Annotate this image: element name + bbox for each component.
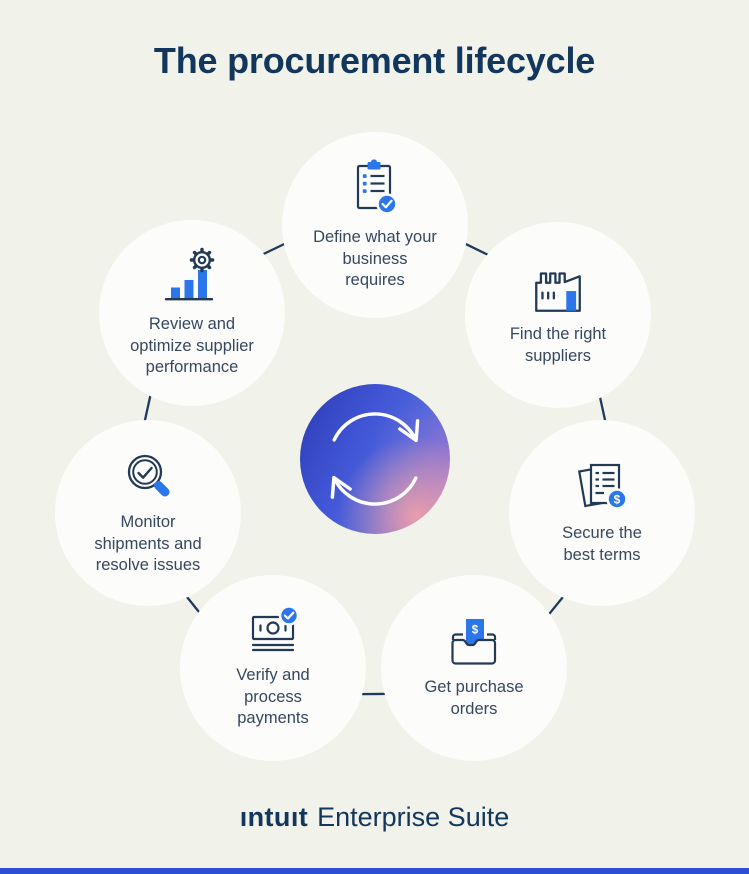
footer-accent-bar [0,868,749,874]
connector-line [261,242,287,256]
connector-line [546,594,566,617]
banknote-check-icon [251,605,300,651]
folder-dollar-icon: $ [451,618,497,665]
intuit-logo: ıntuıt [239,802,309,832]
step-verify-circle: Verify and process payments [180,575,366,761]
step-define-circle: Define what your business requires [282,132,468,318]
svg-text:$: $ [614,492,621,506]
footer-logo: ıntuıt Enterprise Suite [0,802,749,833]
step-label: Verify and process payments [236,665,310,728]
connector-line [463,242,490,257]
product-name: Enterprise Suite [317,802,510,832]
connector-line [598,395,607,423]
step-secure-circle: $ Secure the best terms [509,420,695,606]
magnifier-check-icon [127,454,170,497]
step-label: Define what your business requires [313,227,437,290]
step-label: Secure the best terms [562,523,642,564]
step-label: Get purchase orders [424,677,524,718]
bar-chart-gear-icon [164,247,215,300]
documents-dollar-icon: $ [577,463,628,510]
step-orders-circle: $ Get purchase orders [381,575,567,761]
step-monitor-circle: Monitor shipments and resolve issues [55,420,241,606]
svg-text:$: $ [472,624,479,636]
page-title: The procurement lifecycle [153,40,596,81]
step-label: Find the right suppliers [509,324,607,365]
sync-cycle-arrows-icon [330,412,420,506]
factory-icon [535,271,581,312]
step-review-circle: Review and optimize supplier performance [99,220,285,406]
step-find-circle: Find the right suppliers [465,222,651,408]
connector-line [143,394,152,423]
clipboard-checklist-icon [356,159,398,215]
step-label: Monitor shipments and resolve issues [94,512,202,575]
cycle-center-circle [300,384,450,534]
step-label: Review and optimize supplier performance [130,314,254,377]
